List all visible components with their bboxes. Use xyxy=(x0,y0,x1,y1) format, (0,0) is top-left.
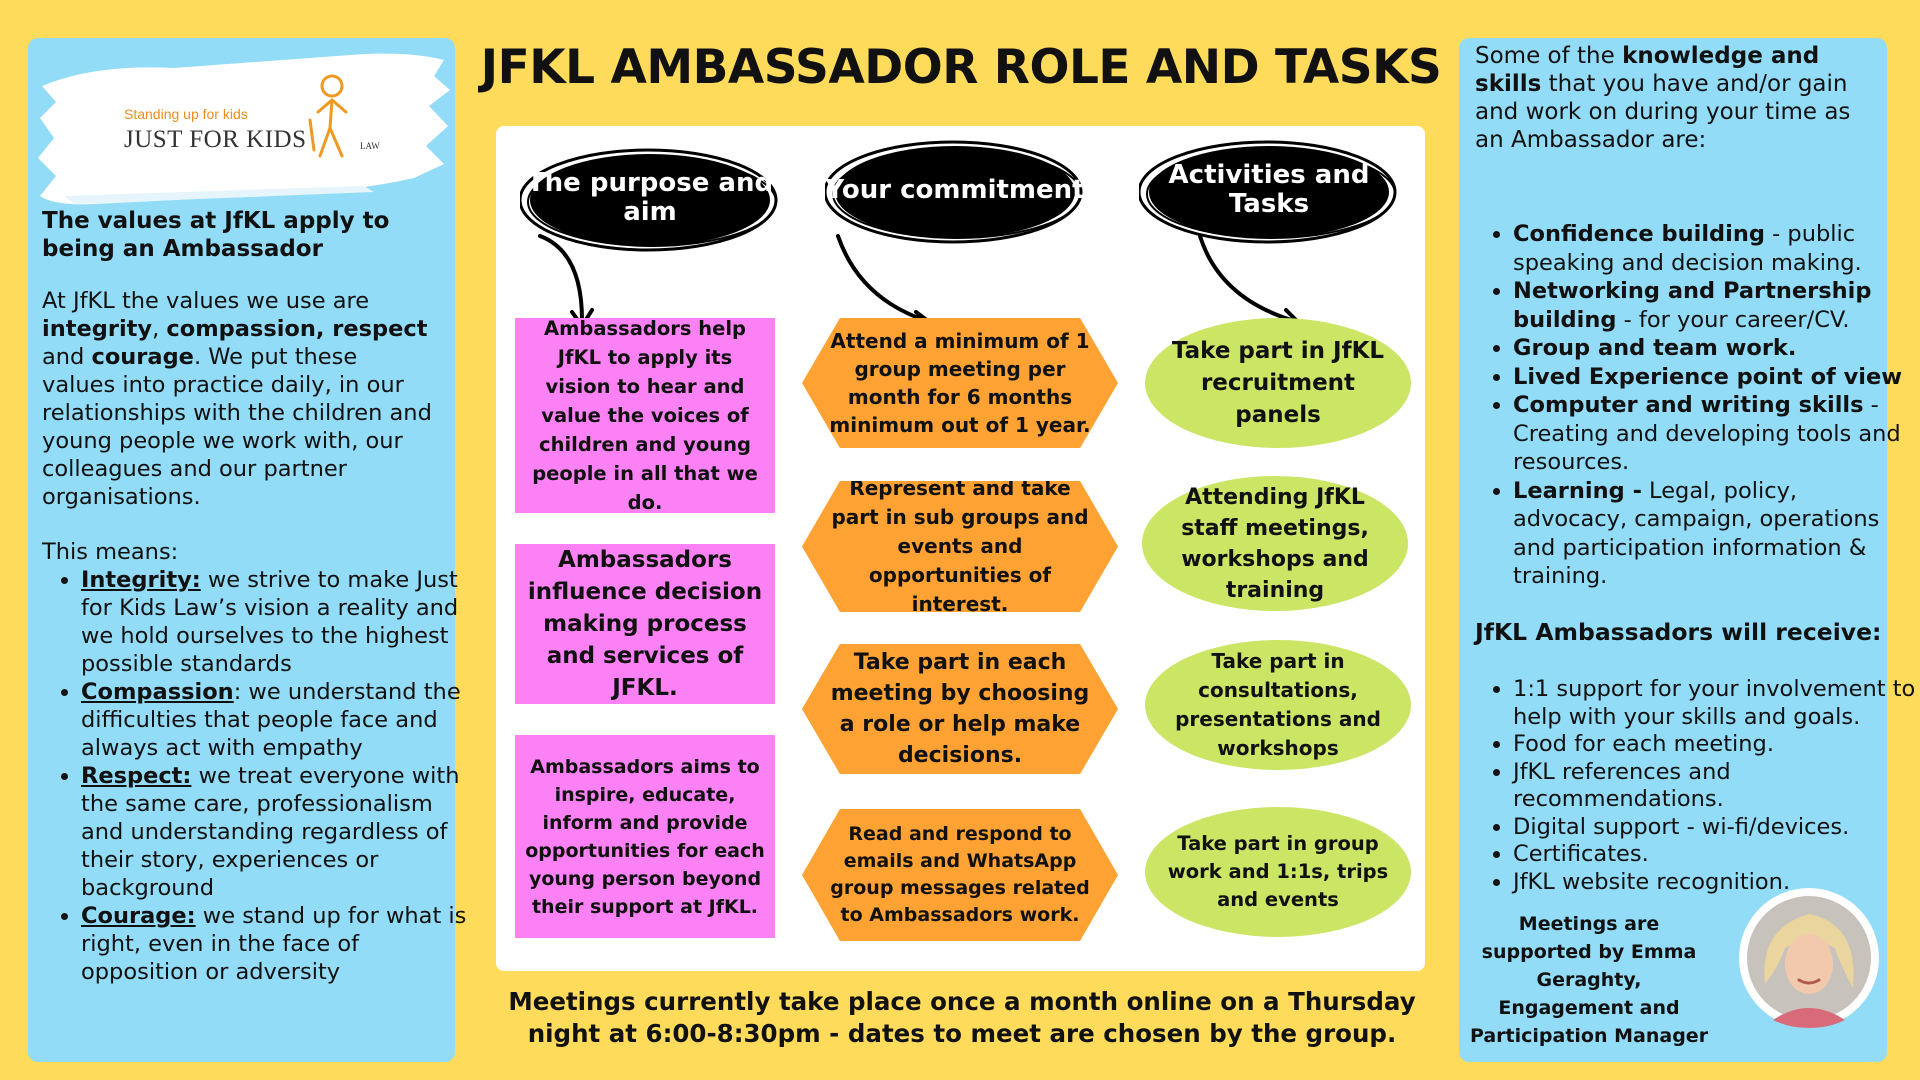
purpose-box: Ambassadors influence decision making pr… xyxy=(515,544,775,704)
column-header-commitment: Your commitment xyxy=(825,140,1085,250)
value-item-respect: Respect: we treat everyone with the same… xyxy=(81,762,476,902)
scribble-circle-icon xyxy=(520,148,778,252)
activity-oval: Take part in JfKL recruitment panels xyxy=(1145,318,1411,448)
values-panel: Standing up for kids JUST FOR KIDS LAW T… xyxy=(28,38,466,1062)
child-figure-icon xyxy=(308,74,348,158)
skills-panel: Some of the knowledge and skills that yo… xyxy=(1459,38,1915,1062)
receive-heading: JfKL Ambassadors will receive: xyxy=(1475,618,1882,646)
skills-intro: Some of the knowledge and skills that yo… xyxy=(1475,43,1851,153)
values-list: Integrity: we strive to make Just for Ki… xyxy=(42,566,476,986)
activity-oval: Take part in consultations, presentation… xyxy=(1145,640,1411,770)
column-header-purpose: The purpose and aim xyxy=(520,148,780,258)
commitment-box: Read and respond to emails and WhatsApp … xyxy=(802,809,1118,941)
purpose-box: Ambassadors aims to inspire, educate, in… xyxy=(515,735,775,938)
skill-item: Group and team work. xyxy=(1513,334,1913,363)
receive-list: 1:1 support for your involvement to help… xyxy=(1475,676,1920,896)
meeting-schedule-note: Meetings currently take place once a mon… xyxy=(508,987,1416,1048)
logo-tagline: Standing up for kids xyxy=(124,106,248,122)
value-item-compassion: Compassion: we understand the difficulti… xyxy=(81,678,476,762)
logo-name: JUST FOR KIDS xyxy=(124,126,307,153)
support-credit: Meetings are supported by Emma Geraghty,… xyxy=(1469,913,1709,1047)
scribble-circle-icon xyxy=(825,140,1083,244)
column-title-purpose: The purpose and aim xyxy=(526,168,774,227)
page-title: JFKL AMBASSADOR ROLE AND TASKS xyxy=(480,40,1442,95)
staff-photo xyxy=(1739,888,1879,1028)
arrow-icon xyxy=(538,234,584,322)
column-title-commitment: Your commitment xyxy=(825,174,1085,205)
column-header-activities: Activities and Tasks xyxy=(1139,140,1399,250)
this-means-label: This means: xyxy=(42,539,179,565)
value-item-courage: Courage: we stand up for what is right, … xyxy=(81,902,476,986)
receive-item: Digital support - wi-fi/devices. xyxy=(1513,814,1920,842)
activity-oval: Take part in group work and 1:1s, trips … xyxy=(1145,807,1411,937)
skill-item: Confidence building - public speaking an… xyxy=(1513,220,1913,277)
skill-item: Networking and Partnership building - fo… xyxy=(1513,277,1913,334)
receive-item: JfKL website recognition. xyxy=(1513,869,1920,897)
arrow-icon xyxy=(1198,234,1300,324)
values-heading: The values at JfKL apply to being an Amb… xyxy=(42,208,390,262)
receive-item: 1:1 support for your involvement to help… xyxy=(1513,676,1920,731)
receive-item: JfKL references and recommendations. xyxy=(1513,759,1920,814)
skill-item: Computer and writing skills - Creating a… xyxy=(1513,391,1913,477)
column-title-activities: Activities and Tasks xyxy=(1168,160,1370,219)
commitment-box: Take part in each meeting by choosing a … xyxy=(802,644,1118,774)
scribble-circle-icon xyxy=(1139,140,1397,244)
logo-law: LAW xyxy=(360,141,380,151)
logo: Standing up for kids JUST FOR KIDS LAW xyxy=(34,46,452,211)
brush-stroke-background xyxy=(38,53,450,205)
activity-oval: Attending JfKL staff meetings, workshops… xyxy=(1142,476,1408,611)
values-intro: At JfKL the values we use are integrity,… xyxy=(42,288,432,510)
receive-item: Certificates. xyxy=(1513,841,1920,869)
commitment-box: Attend a minimum of 1 group meeting per … xyxy=(802,318,1118,448)
skills-list: Confidence building - public speaking an… xyxy=(1475,220,1913,591)
purpose-box: Ambassadors help JfKL to apply its visio… xyxy=(515,317,775,514)
skill-item: Lived Experience point of view xyxy=(1513,363,1913,392)
arrow-icon xyxy=(836,234,932,324)
skill-item: Learning - Legal, policy, advocacy, camp… xyxy=(1513,477,1913,591)
commitment-box: Represent and take part in sub groups an… xyxy=(802,481,1118,612)
receive-item: Food for each meeting. xyxy=(1513,731,1920,759)
value-item-integrity: Integrity: we strive to make Just for Ki… xyxy=(81,566,476,678)
